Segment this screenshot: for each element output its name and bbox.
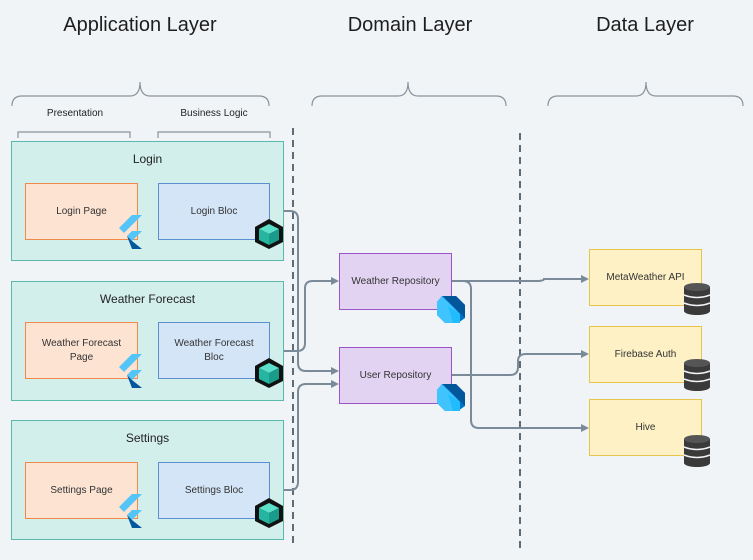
repository-label: User Repository (359, 369, 432, 381)
page-label: Settings Page (50, 484, 113, 496)
feature-title: Weather Forecast (99, 292, 196, 306)
settings-bloc-box[interactable]: Settings Bloc (158, 462, 270, 519)
feature-title: Settings (125, 431, 170, 445)
arrowhead-user-1 (331, 367, 339, 375)
settings-page-box[interactable]: Settings Page (25, 462, 138, 519)
domain-brace (311, 81, 507, 107)
connector-settings-to-user (270, 383, 333, 491)
data-source-label: Firebase Auth (614, 348, 677, 360)
firebase-auth-box[interactable]: Firebase Auth (589, 326, 702, 383)
arrowhead-firebase (581, 350, 589, 358)
business-logic-brace (157, 131, 271, 138)
data-brace (547, 81, 744, 107)
bloc-cube-icon (255, 498, 283, 528)
data-source-label: Hive (635, 421, 656, 433)
flutter-icon (119, 354, 142, 388)
database-icon (683, 359, 711, 391)
page-label: Weather Forecast Page (41, 338, 122, 363)
application-brace (11, 81, 270, 107)
weather-forecast-page-box[interactable]: Weather Forecast Page (25, 322, 138, 379)
metaweather-api-box[interactable]: MetaWeather API (589, 249, 702, 306)
login-bloc-box[interactable]: Login Bloc (158, 183, 270, 240)
presentation-brace (17, 131, 131, 138)
connector-weather-repo-to-metaweather (452, 278, 583, 282)
page-label: Login Page (56, 205, 107, 217)
flutter-icon (119, 215, 142, 249)
connector-login-to-user (270, 210, 333, 372)
database-icon (683, 283, 711, 315)
data-layer-title: Data Layer (596, 14, 694, 36)
weather-repository-box[interactable]: Weather Repository (339, 253, 452, 310)
application-layer-title: Application Layer (63, 14, 217, 36)
weather-forecast-bloc-box[interactable]: Weather Forecast Bloc (158, 322, 270, 379)
domain-layer-title: Domain Layer (347, 14, 473, 36)
bloc-label: Settings Bloc (184, 484, 244, 496)
presentation-label: Presentation (46, 108, 104, 119)
flutter-icon (119, 494, 142, 528)
hive-box[interactable]: Hive (589, 399, 702, 456)
login-page-box[interactable]: Login Page (25, 183, 138, 240)
connector-weather-repo-to-hive (452, 280, 583, 429)
database-icon (683, 435, 711, 467)
user-repository-box[interactable]: User Repository (339, 347, 452, 404)
connector-user-repo-to-firebase (452, 353, 583, 376)
business-logic-label: Business Logic (180, 108, 248, 119)
data-source-label: MetaWeather API (606, 271, 685, 283)
arrowhead-metaweather (581, 275, 589, 283)
feature-title: Login (132, 152, 163, 166)
dart-icon (437, 296, 465, 323)
bloc-label: Login Bloc (190, 205, 238, 217)
bloc-cube-icon (255, 219, 283, 249)
dart-icon (437, 384, 465, 411)
connector-weather-bloc-to-weather-repo (270, 280, 333, 352)
arrowhead-weather-repo (331, 277, 339, 285)
bloc-label: Weather Forecast Bloc (174, 338, 254, 363)
repository-label: Weather Repository (351, 275, 440, 287)
arrowhead-user-2 (331, 380, 339, 388)
bloc-cube-icon (255, 358, 283, 388)
arrowhead-hive (581, 424, 589, 432)
